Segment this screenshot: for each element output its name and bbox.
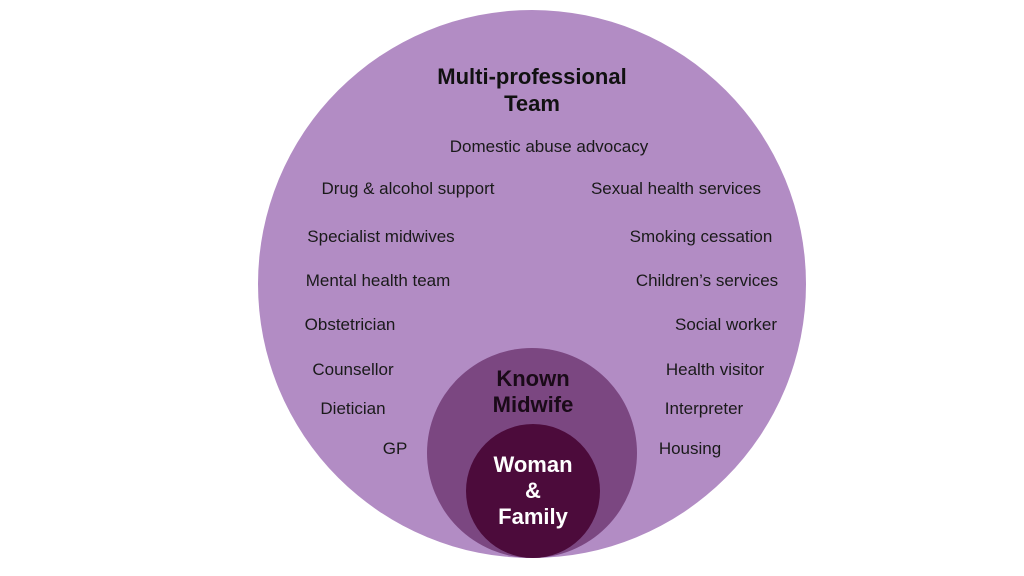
- middle-title-line1: Known: [496, 366, 570, 391]
- service-specialist-midwives: Specialist midwives: [307, 227, 455, 246]
- service-gp: GP: [382, 439, 408, 458]
- service-domestic-abuse-advocacy: Domestic abuse advocacy: [449, 137, 649, 156]
- middle-title-line2: Midwife: [492, 392, 574, 417]
- service-mental-health-team: Mental health team: [305, 271, 451, 290]
- inner-title-line2: &: [525, 478, 541, 503]
- outer-title-line2: Team: [504, 91, 560, 116]
- woman-family-title: Woman & Family: [468, 452, 598, 530]
- inner-title-line1: Woman: [493, 452, 573, 477]
- service-sexual-health-services: Sexual health services: [590, 179, 762, 198]
- service-health-visitor: Health visitor: [665, 360, 765, 379]
- outer-title-line1: Multi-professional: [437, 64, 627, 89]
- woman-family-circle: [466, 424, 600, 558]
- service-dietician: Dietician: [320, 399, 386, 418]
- service-housing: Housing: [658, 439, 722, 458]
- service-counsellor: Counsellor: [312, 360, 394, 379]
- service-social-worker: Social worker: [674, 315, 778, 334]
- service-drug-alcohol-support: Drug & alcohol support: [321, 179, 495, 198]
- inner-title-line3: Family: [498, 504, 568, 529]
- service-interpreter: Interpreter: [664, 399, 744, 418]
- service-smoking-cessation: Smoking cessation: [629, 227, 773, 246]
- multi-professional-team-title: Multi-professional Team: [402, 63, 662, 117]
- service-obstetrician: Obstetrician: [304, 315, 396, 334]
- known-midwife-title: Known Midwife: [463, 366, 603, 418]
- service-childrens-services: Children’s services: [635, 271, 779, 290]
